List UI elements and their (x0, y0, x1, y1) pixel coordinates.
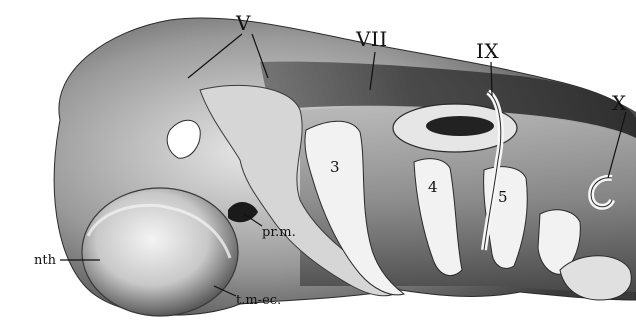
label-nerve-v: V (235, 11, 251, 35)
label-arch-5: 5 (498, 188, 508, 206)
label-nerve-x: X (612, 91, 627, 115)
label-arch-3: 3 (330, 158, 340, 176)
label-nerve-ix: IX (476, 39, 499, 63)
label-tmec: t.m-ec. (236, 293, 281, 308)
label-prm: pr.m. (262, 225, 296, 240)
label-arch-4: 4 (428, 178, 438, 196)
label-nth: nth (34, 253, 57, 268)
label-nerve-vii: VII (355, 27, 388, 51)
otic-hole (426, 116, 494, 136)
